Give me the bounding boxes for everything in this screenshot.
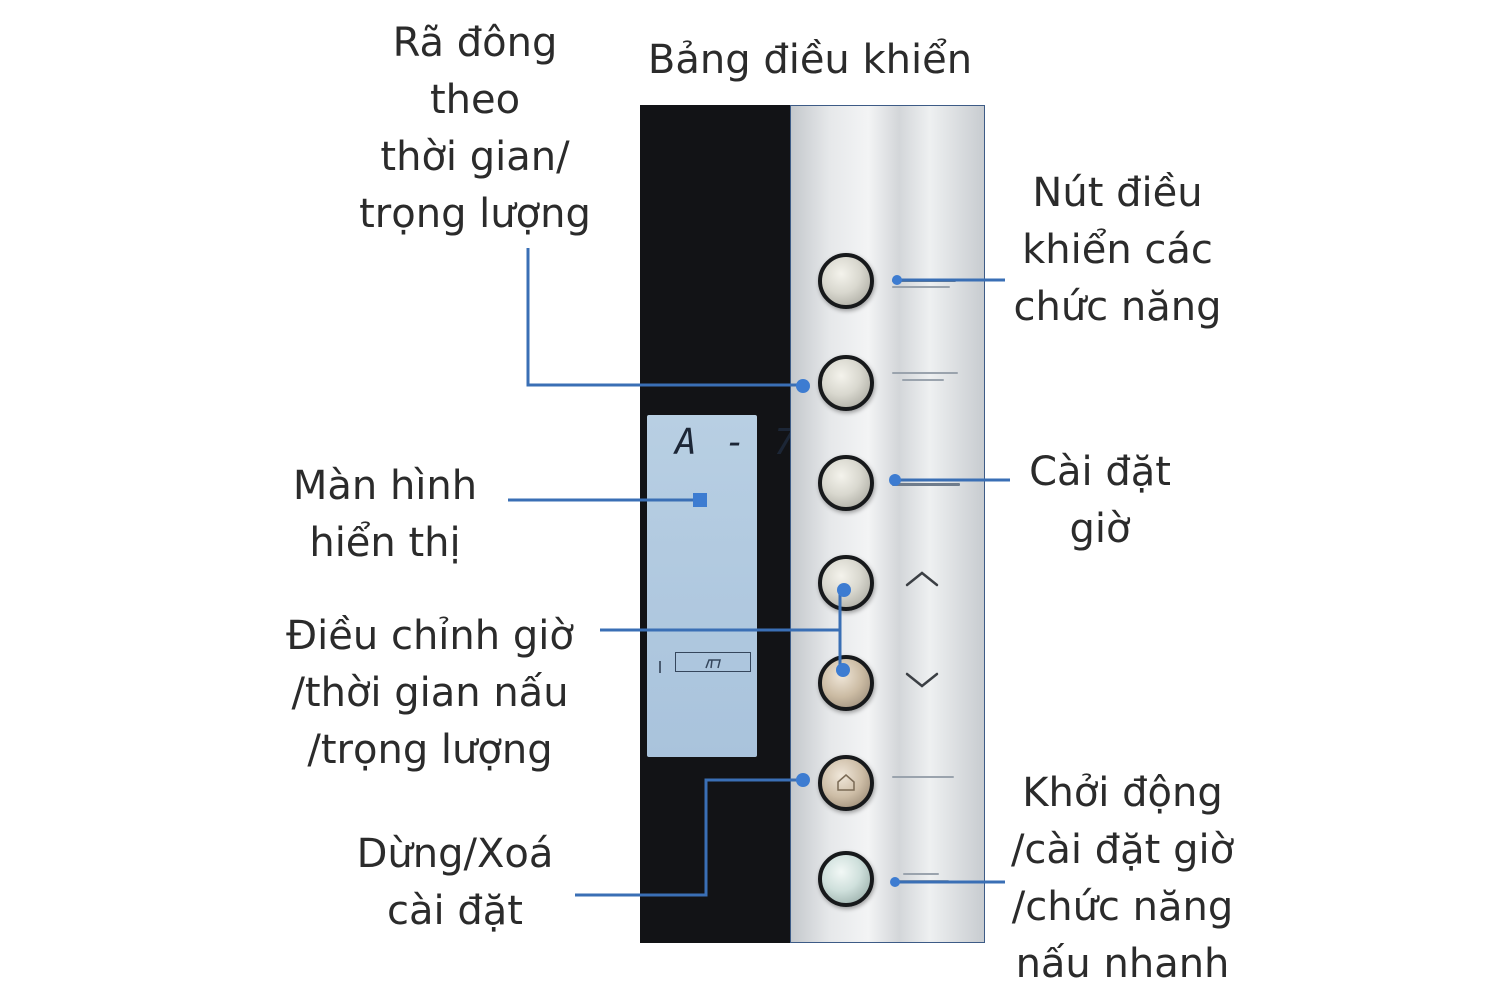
clock-button-caption [892, 483, 960, 486]
lcd-mark [659, 661, 661, 673]
lcd-indicator-icon [705, 659, 721, 669]
down-button[interactable] [818, 655, 874, 711]
lcd-indicator-box [675, 652, 751, 672]
label-start: Khởi động /cài đặt giờ /chức năng nấu nh… [1010, 770, 1235, 987]
start-button-caption [903, 873, 939, 875]
panel-black-strip: A - 7 [640, 105, 795, 943]
start-button-caption-line [895, 880, 949, 882]
clock-button[interactable] [818, 455, 874, 511]
label-stop-clear: Dừng/Xoá cài đặt [356, 831, 554, 934]
lcd-display: A - 7 [647, 415, 795, 757]
chevron-up-icon [905, 571, 939, 587]
label-function-buttons: Nút điều khiển các chức năng [1013, 170, 1222, 330]
chevron-down-icon [905, 672, 939, 688]
home-icon [837, 774, 855, 791]
stop-clear-button[interactable] [818, 755, 874, 811]
label-display: Màn hình hiển thị [292, 463, 478, 566]
function-button-1[interactable] [818, 253, 874, 309]
stop-clear-caption [892, 776, 954, 778]
panel-title: Bảng điều khiển [647, 37, 973, 83]
label-clock-setting: Cài đặt giờ [1029, 449, 1171, 552]
start-button[interactable] [818, 851, 874, 907]
lcd-readout: A - 7 [675, 422, 799, 463]
defrost-button-caption-line [902, 379, 944, 381]
defrost-button-caption [892, 372, 958, 374]
panel-silver-strip [790, 105, 985, 943]
control-panel: A - 7 [640, 105, 985, 943]
label-defrost: Rã đông theo thời gian/ trọng lượng [359, 20, 591, 237]
function-button-1-caption [892, 279, 956, 282]
up-button[interactable] [818, 555, 874, 611]
label-adjust: Điều chỉnh giờ /thời gian nấu /trọng lượ… [286, 613, 574, 773]
function-button-1-caption-line [892, 286, 950, 288]
defrost-button[interactable] [818, 355, 874, 411]
